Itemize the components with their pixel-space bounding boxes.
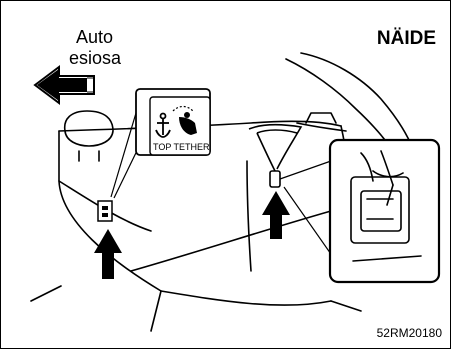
anchor-icon <box>155 112 171 138</box>
top-tether-badge: TOP TETHER <box>135 88 211 156</box>
anchor-closeup <box>279 138 441 284</box>
direction-label-line1: Auto <box>76 27 114 47</box>
up-arrow-icon <box>94 229 122 279</box>
left-anchor-point <box>97 200 113 222</box>
tether-strap <box>248 124 303 188</box>
vehicle-interior-drawing <box>30 52 414 332</box>
top-tether-label: TOP TETHER <box>153 142 210 152</box>
up-arrow-icon <box>262 191 290 239</box>
child-seat-icon <box>172 105 197 135</box>
example-title: NÄIDE <box>376 28 436 49</box>
direction-label-line2: esiosa <box>69 48 122 68</box>
left-arrow-icon <box>33 65 95 105</box>
figure-code: 52RM20180 <box>376 326 442 340</box>
